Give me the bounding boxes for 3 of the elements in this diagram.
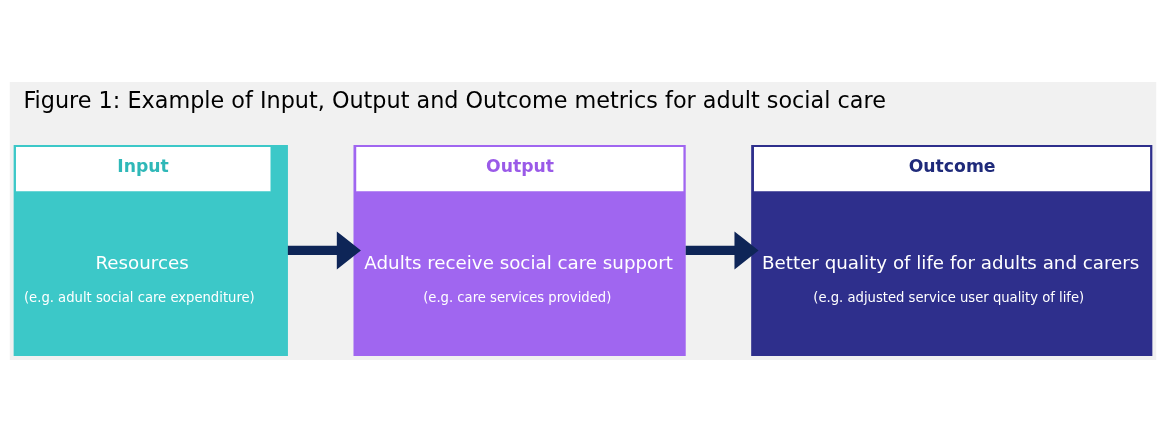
arrow	[287, 230, 361, 269]
arrow	[685, 230, 759, 269]
diagram-title: Figure 1: Example of Input, Output and Outcome metrics for adult social care	[23, 86, 886, 113]
